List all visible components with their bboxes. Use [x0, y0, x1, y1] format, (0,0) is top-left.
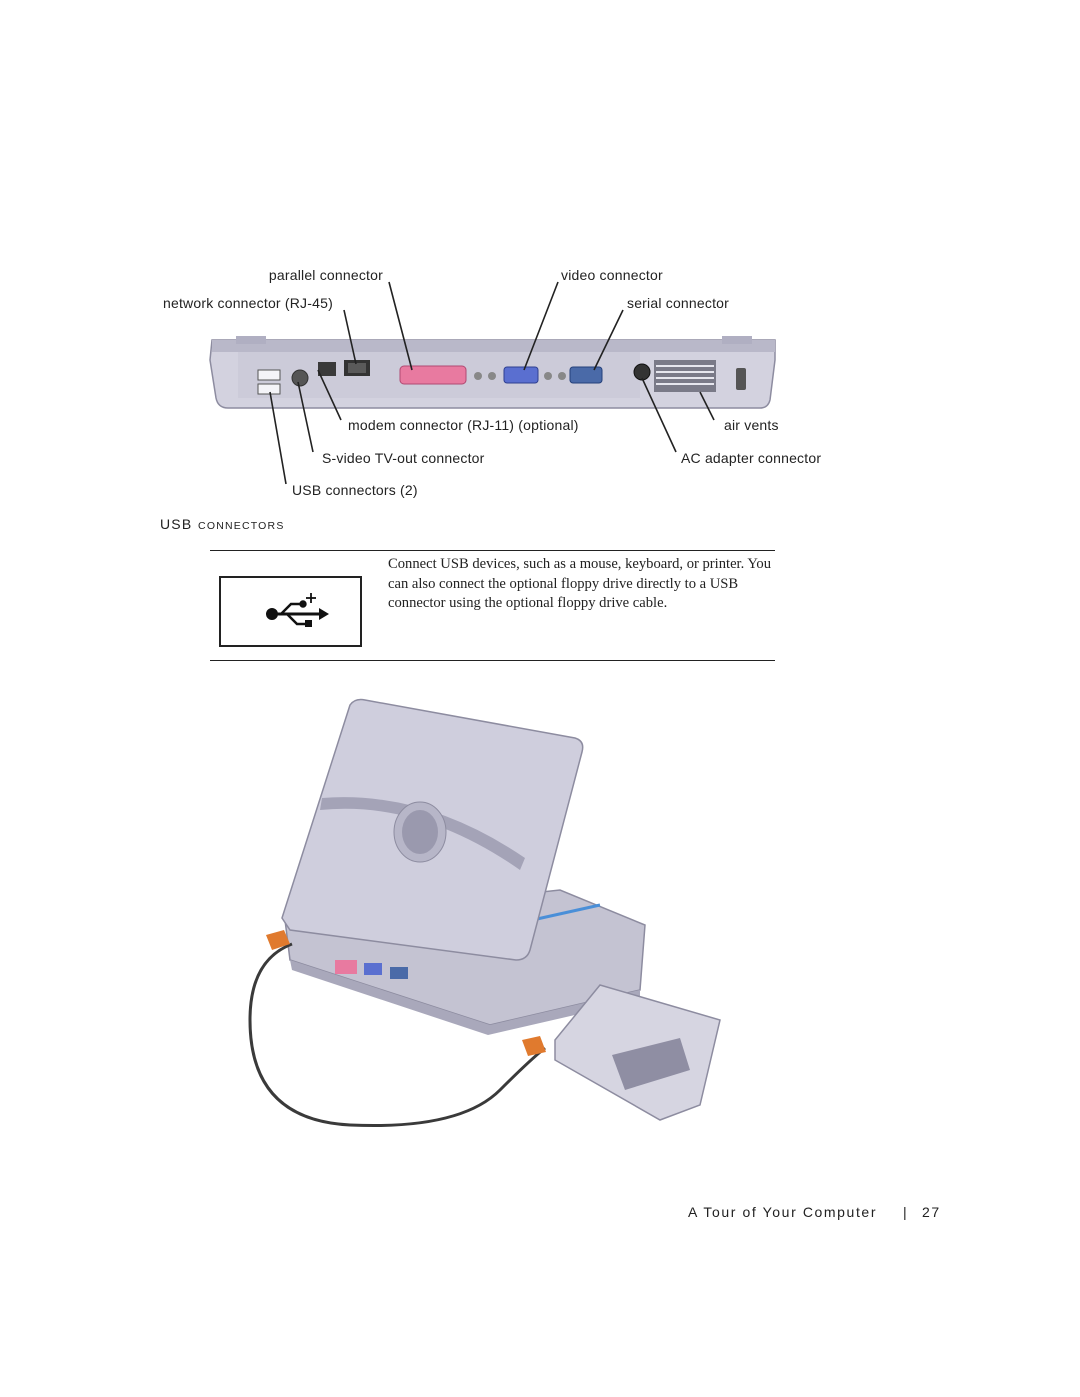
- ac-adapter-connector-label: AC adapter connector: [681, 450, 822, 466]
- parallel-port: [399, 365, 467, 385]
- section-heading: USB CONNECTORS: [160, 516, 285, 534]
- table-bottom-rule: [210, 660, 775, 661]
- serial-port: [569, 366, 603, 384]
- laptop-floppy-illustration: [248, 698, 721, 1128]
- footer-chapter-title: A Tour of Your Computer: [688, 1204, 878, 1220]
- section-heading-first: USB: [160, 516, 193, 532]
- usb-ports: [257, 369, 281, 395]
- floppy-drive: [554, 984, 721, 1121]
- serial-connector-label: serial connector: [627, 295, 730, 311]
- section-heading-rest: CONNECTORS: [198, 520, 285, 532]
- video-connector-label: video connector: [561, 267, 663, 283]
- usb-description: Connect USB devices, such as a mouse, ke…: [388, 556, 772, 612]
- laptop-lid: [281, 698, 584, 961]
- modem-port: [318, 362, 336, 376]
- air-vents: [654, 360, 716, 392]
- page-number: 27: [922, 1204, 941, 1220]
- cable-connectors: [266, 930, 546, 1056]
- laptop-back-panel-illustration: [209, 281, 776, 485]
- table-top-rule: [210, 550, 775, 551]
- svideo-connector-label: S-video TV-out connector: [322, 450, 485, 466]
- usb-cable: [248, 942, 546, 1128]
- usb-icon: [266, 593, 329, 627]
- video-port: [503, 366, 539, 384]
- footer-separator: |: [903, 1204, 909, 1220]
- network-connector-label: network connector (RJ-45): [163, 295, 333, 311]
- usb-connectors-label: USB connectors (2): [292, 482, 418, 498]
- usb-icon-box: [219, 576, 362, 647]
- svideo-port: [291, 369, 309, 387]
- leader-lines: [269, 281, 715, 485]
- air-vents-label: air vents: [724, 417, 779, 433]
- parallel-connector-label: parallel connector: [268, 267, 383, 283]
- modem-connector-label: modem connector (RJ-11) (optional): [348, 417, 579, 433]
- ac-adapter-port: [633, 363, 651, 381]
